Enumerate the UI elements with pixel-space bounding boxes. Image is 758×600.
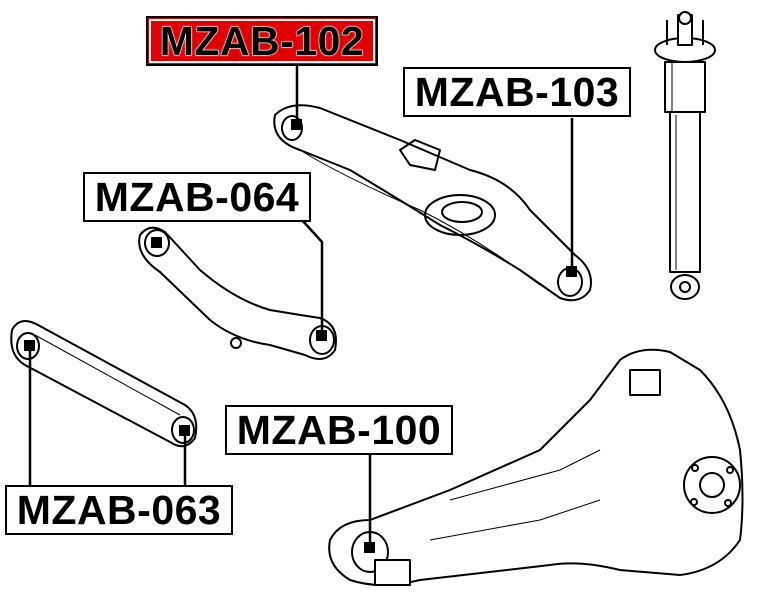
leader-lines bbox=[28, 66, 574, 548]
subframe-knuckle bbox=[328, 348, 744, 586]
upper-arm bbox=[138, 226, 337, 360]
label-mzab-103[interactable]: MZAB-103 bbox=[403, 67, 631, 117]
label-mzab-100[interactable]: MZAB-100 bbox=[225, 405, 453, 455]
shock-absorber bbox=[654, 11, 716, 300]
lateral-link bbox=[10, 320, 198, 448]
bushing-markers bbox=[24, 119, 577, 553]
label-mzab-063[interactable]: MZAB-063 bbox=[5, 485, 233, 535]
label-mzab-064[interactable]: MZAB-064 bbox=[83, 172, 311, 222]
label-mzab-102[interactable]: MZAB-102 bbox=[146, 16, 378, 66]
